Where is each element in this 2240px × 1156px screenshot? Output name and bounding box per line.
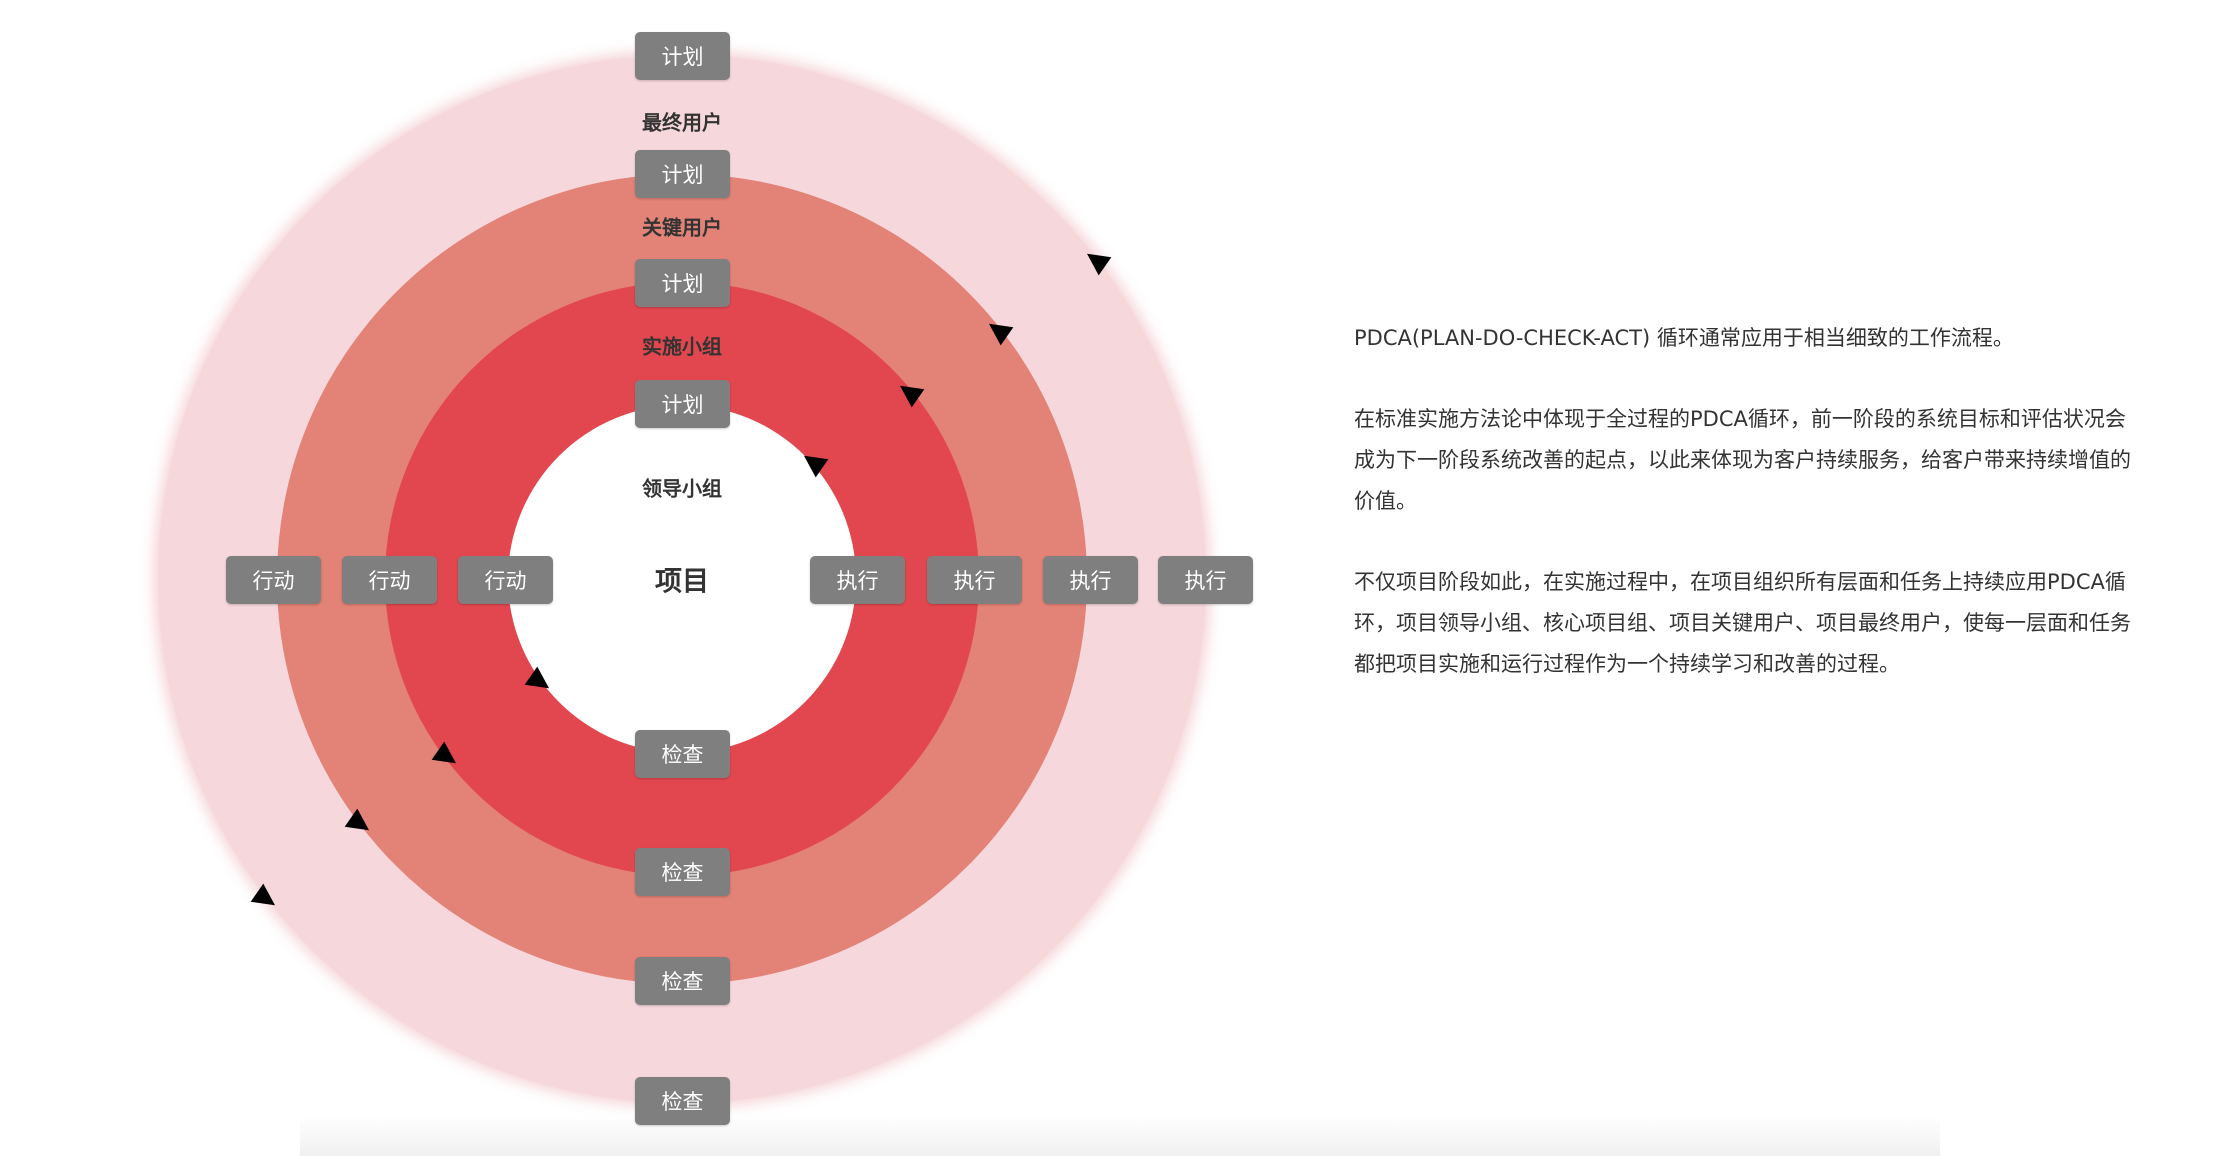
plan-button-leadership-team[interactable]: 计划 xyxy=(635,380,730,428)
act-button-implementation-team[interactable]: 行动 xyxy=(458,556,553,604)
plan-button-implementation-team[interactable]: 计划 xyxy=(635,259,730,307)
description-paragraph: PDCA(PLAN-DO-CHECK-ACT) 循环通常应用于相当细致的工作流程… xyxy=(1354,326,2014,350)
ring-label-end-users: 最终用户 xyxy=(642,110,722,135)
ring-label-leadership-team: 领导小组 xyxy=(642,476,722,501)
do-button-key-users[interactable]: 执行 xyxy=(1043,556,1138,604)
do-button-leadership-team[interactable]: 执行 xyxy=(810,556,905,604)
description-paragraph: 不仅项目阶段如此，在实施过程中，在项目组织所有层面和任务上持续应用PDCA循环，… xyxy=(1354,570,2131,676)
check-button-implementation-team[interactable]: 检查 xyxy=(635,848,730,896)
plan-button-key-users[interactable]: 计划 xyxy=(635,150,730,198)
act-button-key-users[interactable]: 行动 xyxy=(342,556,437,604)
act-button-end-users[interactable]: 行动 xyxy=(226,556,321,604)
bottom-shadow xyxy=(300,1116,1940,1156)
check-button-leadership-team[interactable]: 检查 xyxy=(635,730,730,778)
do-button-end-users[interactable]: 执行 xyxy=(1158,556,1253,604)
check-button-end-users[interactable]: 检查 xyxy=(635,1077,730,1125)
check-button-key-users[interactable]: 检查 xyxy=(635,957,730,1005)
ring-leadership-team xyxy=(508,405,856,753)
ring-label-implementation-team: 实施小组 xyxy=(642,334,722,359)
plan-button-end-users[interactable]: 计划 xyxy=(635,32,730,80)
description-paragraph: 在标准实施方法论中体现于全过程的PDCA循环，前一阶段的系统目标和评估状况会成为… xyxy=(1354,407,2131,513)
center-label-project: 项目 xyxy=(655,566,709,598)
description-text: PDCA(PLAN-DO-CHECK-ACT) 循环通常应用于相当细致的工作流程… xyxy=(1354,318,2134,725)
ring-label-key-users: 关键用户 xyxy=(642,215,722,240)
do-button-implementation-team[interactable]: 执行 xyxy=(927,556,1022,604)
